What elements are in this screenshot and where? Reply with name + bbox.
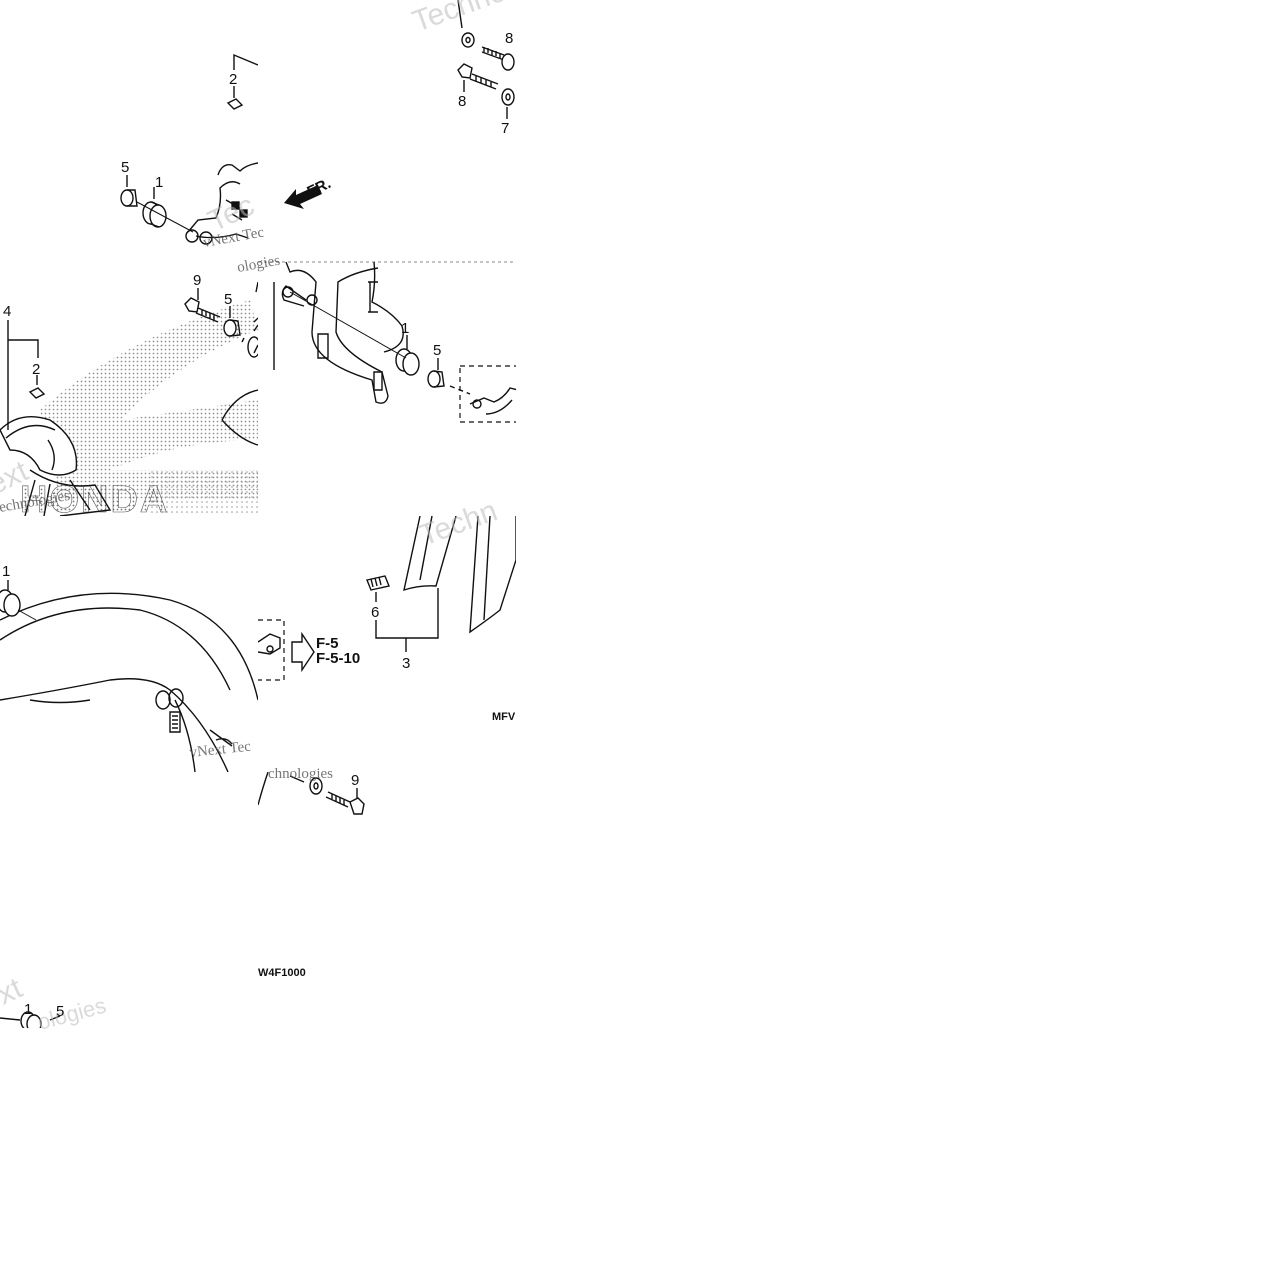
callout-5-middle: 5 (224, 291, 232, 308)
callout-2-middle: 2 (32, 361, 40, 378)
callout-7: 7 (501, 120, 509, 137)
part-3-fork-cover (375, 516, 516, 652)
part-2-clip (226, 53, 258, 110)
part-9-bolt (325, 791, 365, 815)
part-1-grommet (20, 1011, 42, 1028)
part-5-collar (223, 319, 241, 337)
detail-inset (449, 365, 516, 423)
cross-ref-f-5-10: F-5-10 (316, 650, 360, 667)
part-9-bolt (184, 297, 221, 323)
tile-extra-right (258, 772, 365, 815)
part-1-grommet (142, 201, 167, 228)
callout-5-top: 5 (121, 159, 129, 176)
callout-8-upper: 8 (505, 30, 513, 47)
watermark-text: chnologies (268, 766, 333, 782)
part-5-collar (120, 189, 138, 207)
tile-bottom-right (258, 516, 516, 681)
callout-8-lower: 8 (458, 93, 466, 110)
watermark-text: ologies (236, 253, 282, 276)
detail-inset (258, 619, 285, 681)
part-8-bolt (481, 46, 515, 71)
callout-5-bottom: 5 (56, 1003, 64, 1020)
callout-4: 4 (3, 303, 11, 320)
callout-1-top: 1 (155, 174, 163, 191)
part-1-grommet (0, 589, 21, 617)
part-5-collar (427, 370, 445, 388)
front-direction-label: FR. (305, 175, 334, 201)
callout-3: 3 (402, 655, 410, 672)
harness-bracket (273, 261, 404, 404)
callout-6: 6 (371, 604, 379, 621)
front-direction-arrow (284, 185, 322, 209)
callout-1-bottom: 1 (24, 1001, 32, 1018)
tile-bottom-left (0, 580, 258, 772)
watermark-text: ologies (35, 993, 109, 1035)
callout-9-bottom: 9 (351, 772, 359, 789)
diagram-code-fragment: MFV (492, 711, 516, 723)
callout-9-middle: 9 (193, 272, 201, 289)
callout-5-right: 5 (433, 342, 441, 359)
tile-extra-left (0, 1011, 61, 1028)
callout-2-top: 2 (229, 71, 237, 88)
callout-1-lower: 1 (2, 563, 10, 580)
tile-middle-left: HONDA (0, 281, 258, 516)
part-1-grommet (395, 348, 420, 376)
callout-1-middle: 1 (401, 320, 409, 337)
part-6-reflector (366, 575, 390, 602)
reference-arrow (291, 631, 315, 673)
tile-top-left (120, 53, 258, 245)
part-8-bolt (457, 63, 499, 90)
tile-middle-right (258, 261, 516, 423)
watermark-text: vNext Tec (189, 739, 252, 761)
tile-top-right (284, 0, 515, 209)
front-fender (0, 592, 258, 772)
cross-ref-f-5: F-5 (316, 635, 339, 652)
watermark-text: Techno (408, 0, 510, 39)
honda-wing-logo: HONDA (20, 300, 258, 516)
diagram-code-fragment: W4F1000 (258, 967, 306, 979)
